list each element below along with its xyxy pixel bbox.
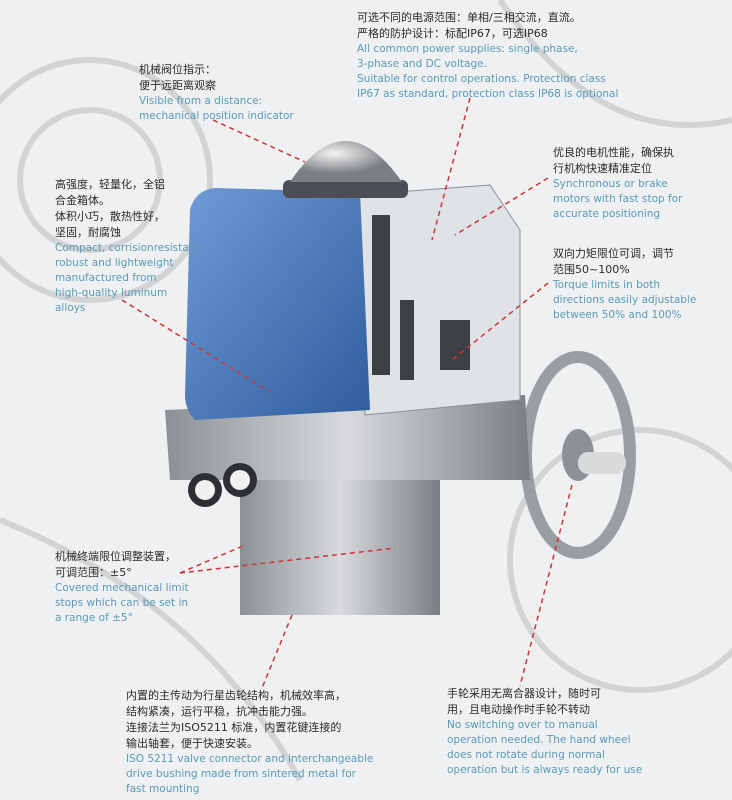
zh-line: 优良的电机性能，确保执 [553,146,674,159]
cable-glands [188,463,257,507]
en-line: fast mounting [126,783,200,795]
en-line: motors with fast stop for [553,193,683,205]
en-line: operation but is always ready for use [447,764,643,776]
zh-line: 合金箱体。 [55,194,110,207]
en-line: does not rotate during normal [447,749,605,761]
en-line: Suitable for control operations. Protect… [357,73,606,85]
zh-line: 高强度，轻量化，全铝 [55,178,165,191]
zh-line: 用，且电动操作时手轮不转动 [447,703,590,716]
en-line: Compact, corrisionresistant, [55,242,203,254]
callout-handwheel: 手轮采用无离合器设计，随时可 用，且电动操作时手轮不转动 No switchin… [447,686,642,778]
en-line: a range of ±5° [55,612,133,624]
zh-line: 坚固，耐腐蚀 [55,226,121,239]
background-sketch [0,0,732,782]
zh-line: 体积小巧，散热性好， [55,210,165,223]
zh-line: 连接法兰为ISO5211 标准，内置花键连接的 [126,721,342,734]
en-line: directions easily adjustable [553,294,697,306]
zh-line: 手轮采用无离合器设计，随时可 [447,687,601,700]
callout-power-supply: 可选不同的电源范围：单相/三相交流，直流。 严格的防护设计：标配IP67，可选I… [357,10,618,102]
en-line: Visible from a distance: [139,95,263,107]
lower-body [240,470,440,615]
zh-line: 结构紧凑，运行平稳，抗冲击能力强。 [126,705,313,718]
zh-line: 行机构快速精准定位 [553,162,652,175]
en-line: high-quality luminum [55,287,168,299]
zh-line: 机械阀位指示： [139,63,216,76]
zh-line: 严格的防护设计：标配IP67，可选IP68 [357,27,548,40]
zh-line: 可调范围：±5° [55,566,132,579]
leader-lines [121,97,573,689]
en-line: manufactured from [55,272,157,284]
en-line: operation needed. The hand wheel [447,734,631,746]
zh-line: 范围50~100% [553,263,630,276]
en-line: drive bushing made from sintered metal f… [126,768,356,780]
zh-line: 可选不同的电源范围：单相/三相交流，直流。 [357,11,581,24]
hand-wheel [520,351,636,559]
zh-line: 输出轴套，便于快速安装。 [126,737,258,750]
zh-line: 双向力矩限位可调，调节 [553,247,674,260]
en-line: Covered mechanical limit [55,582,189,594]
en-line: robust and lightweight [55,257,174,269]
en-line: mechanical position indicator [139,110,294,122]
callout-motor: 优良的电机性能，确保执 行机构快速精准定位 Synchronous or bra… [553,145,682,222]
en-line: All common power supplies: single phase, [357,43,578,55]
en-line: No switching over to manual [447,719,598,731]
zh-line: 机械终端限位调整装置， [55,550,176,563]
en-line: ISO 5211 valve connector and interchange… [126,753,374,765]
en-line: alloys [55,302,86,314]
callout-main-drive: 内置的主传动为行星齿轮结构，机械效率高， 结构紧凑，运行平稳，抗冲击能力强。 连… [126,688,373,797]
callout-housing: 高强度，轻量化，全铝 合金箱体。 体积小巧，散热性好， 坚固，耐腐蚀 Compa… [55,177,203,316]
terminal-blocks [372,215,470,380]
callout-limit-stops: 机械终端限位调整装置， 可调范围：±5° Covered mechanical … [55,549,189,626]
en-line: Torque limits in both [553,279,660,291]
zh-line: 内置的主传动为行星齿轮结构，机械效率高， [126,689,346,702]
en-line: stops which can be set in [55,597,189,609]
position-indicator-dome [290,141,402,182]
callout-position-indicator: 机械阀位指示： 便于远距离观察 Visible from a distance:… [139,62,294,124]
en-line: 3-phase and DC voltage. [357,58,487,70]
en-line: IP67 as standard, protection class IP68 … [357,88,619,100]
en-line: accurate positioning [553,208,661,220]
en-line: between 50% and 100% [553,309,682,321]
callout-torque: 双向力矩限位可调，调节 范围50~100% Torque limits in b… [553,246,696,323]
en-line: Synchronous or brake [553,178,668,190]
indicator-base [283,180,408,198]
zh-line: 便于远距离观察 [139,79,216,92]
blue-housing [185,188,370,420]
